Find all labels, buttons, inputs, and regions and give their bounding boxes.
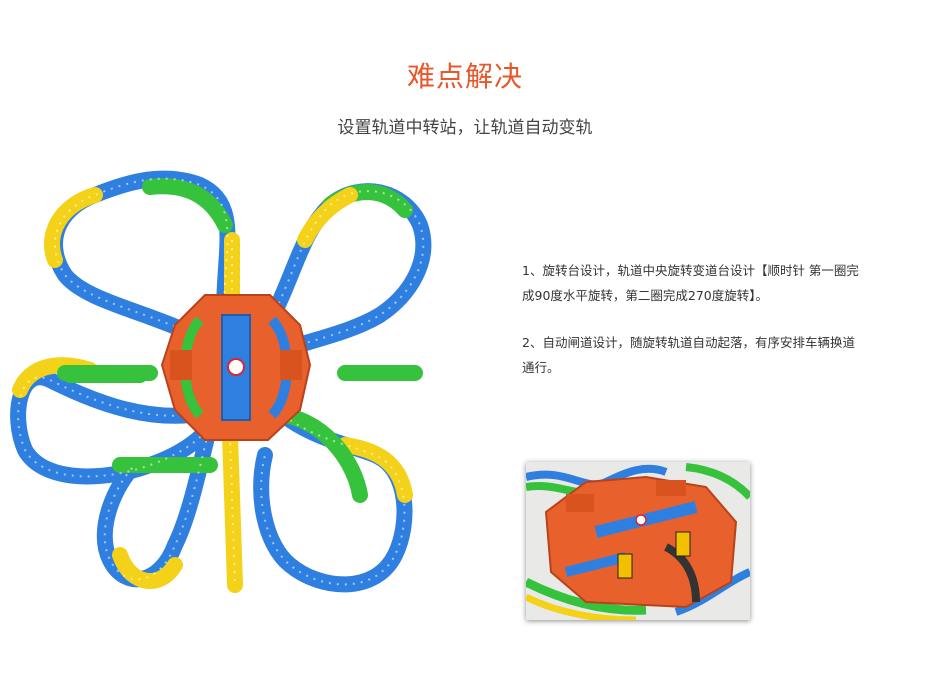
page-subtitle: 设置轨道中转站，让轨道自动变轨 — [337, 118, 593, 138]
station-detail-photo — [526, 462, 750, 620]
feature-item-turntable: 1、旋转台设计，轨道中央旋转变道台设计【顺时针 第一圈完成90度水平旋转，第二圈… — [522, 263, 859, 303]
page-title: 难点解决 — [406, 60, 523, 93]
feature-list: 1、旋转台设计，轨道中央旋转变道台设计【顺时针 第一圈完成90度水平旋转，第二圈… — [522, 258, 867, 402]
feature-item-auto-gate: 2、自动闸道设计，随旋转轨道自动起落，有序安排车辆换道通行。 — [522, 335, 855, 375]
central-station — [160, 294, 312, 441]
track-layout-illustration — [10, 170, 432, 593]
